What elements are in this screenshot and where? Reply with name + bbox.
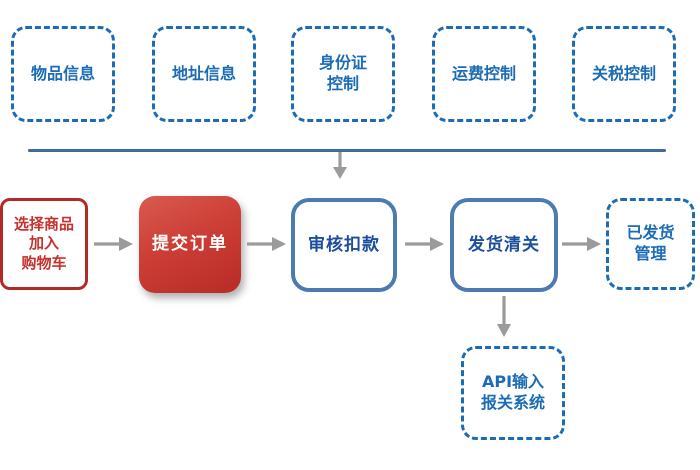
node-address-info: 地址信息	[152, 26, 256, 122]
node-review-deduct: 审核扣款	[291, 198, 397, 292]
node-ship-customs: 发货清关	[450, 198, 558, 292]
node-id-card-control: 身份证 控制	[291, 26, 395, 122]
arrow-down-icon	[333, 152, 347, 179]
node-select-product: 选择商品 加入 购物车	[0, 198, 88, 290]
arrow-right-icon	[405, 237, 444, 251]
divider-line	[28, 149, 666, 152]
node-tariff-control: 关税控制	[572, 26, 676, 122]
node-item-info: 物品信息	[11, 26, 115, 122]
node-ship-customs-label: 发货清关	[468, 234, 540, 255]
node-select-product-label: 选择商品 加入 购物车	[13, 214, 74, 272]
node-api-customs-system: API输入 报关系统	[461, 346, 565, 440]
node-shipping-fee-control-label: 运费控制	[451, 63, 516, 83]
node-tariff-control-label: 关税控制	[591, 63, 656, 83]
node-submit-order-label: 提交订单	[152, 234, 228, 255]
arrow-down-icon	[497, 296, 511, 337]
node-shipped-management-label: 已发货 管理	[626, 223, 675, 263]
node-id-card-control-label: 身份证 控制	[318, 53, 367, 93]
node-review-deduct-label: 审核扣款	[308, 234, 380, 255]
node-shipping-fee-control: 运费控制	[432, 26, 536, 122]
node-api-customs-system-label: API输入 报关系统	[480, 372, 545, 412]
node-item-info-label: 物品信息	[30, 63, 95, 83]
node-shipped-management: 已发货 管理	[606, 198, 695, 290]
arrow-right-icon	[94, 237, 133, 251]
node-submit-order: 提交订单	[139, 196, 241, 293]
node-address-info-label: 地址信息	[171, 63, 236, 83]
arrow-right-icon	[562, 237, 601, 251]
arrow-right-icon	[247, 237, 286, 251]
